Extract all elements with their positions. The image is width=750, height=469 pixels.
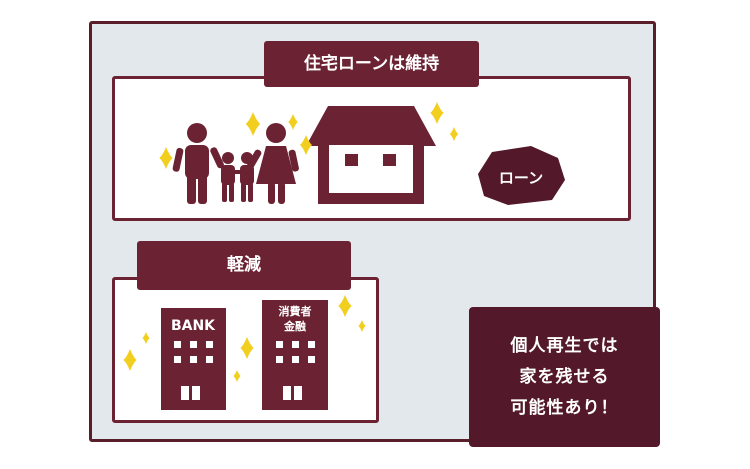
sparkle-icon [338,295,352,317]
sparkle-icon [245,112,261,136]
mortgage-panel-label: 住宅ローンは維持 [264,41,479,87]
sparkle-icon [159,147,173,169]
sparkle-icon [123,349,137,371]
sparkle-icon [449,127,459,141]
sparkle-icon [240,337,254,359]
sparkle-icon [358,320,366,332]
sparkle-icon [142,332,150,344]
callout-line-2: 家を残せる [519,366,610,387]
sparkle-icon [288,114,298,130]
sparkle-icon [430,102,444,124]
lender-label-line2: 金融 [283,319,306,333]
sparkle-icon [300,135,312,155]
loan-label: ローン [499,169,543,187]
bank-label: BANK [171,318,216,334]
lender-label-line1: 消費者 [279,304,312,318]
conclusion-callout: 個人再生では 家を残せる 可能性あり！ [469,307,660,447]
callout-line-1: 個人再生では [510,335,619,356]
callout-line-3: 可能性あり！ [510,397,619,418]
reduction-panel-label: 軽減 [137,241,351,290]
sparkle-icon [233,370,241,382]
